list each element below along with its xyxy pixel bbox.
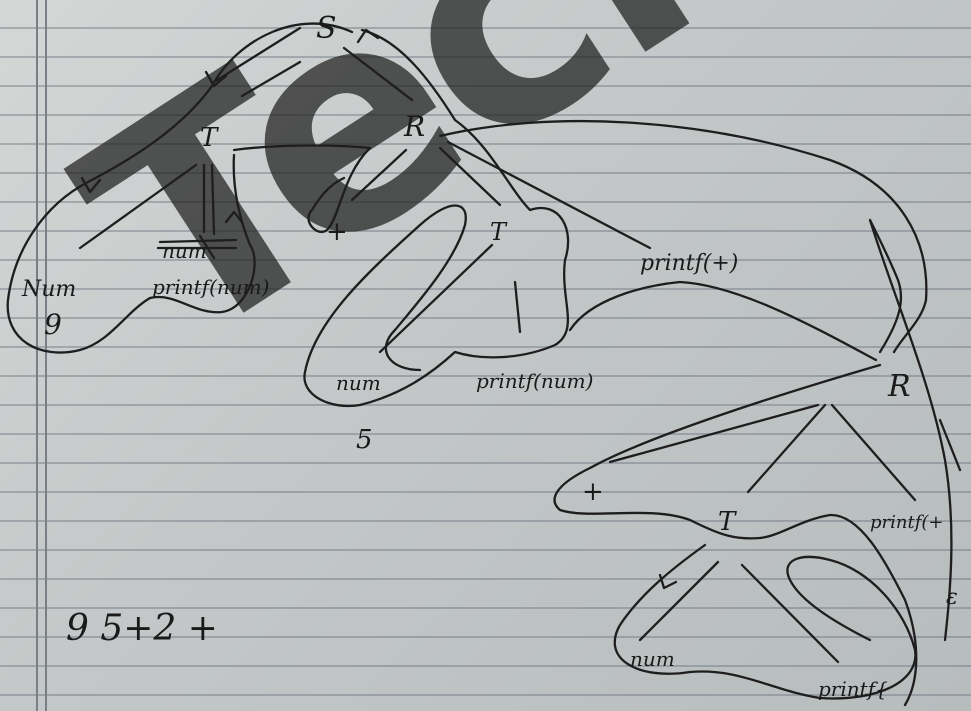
strike-2 (158, 238, 238, 244)
node-num-mid: num (336, 371, 381, 395)
edge-s-t-mark (240, 60, 302, 98)
arrowhead-s (356, 28, 380, 44)
expression-label: 9 5+2 + (66, 608, 218, 649)
edge-t-num-low (638, 560, 720, 642)
edge-t-print-mid (513, 280, 522, 334)
tour-top-left (6, 22, 354, 354)
node-print-plus-low: printf(+ (870, 512, 943, 533)
node-labels: S T R Num 9 num printf(num) + T num 5 pr… (21, 11, 958, 701)
edge-s-t (212, 26, 302, 84)
edge-t-num-mid (378, 243, 494, 354)
tour-right-edge (868, 218, 953, 642)
edge-r-printplus (446, 140, 652, 250)
strikeout (156, 234, 238, 260)
node-t-low: T (718, 507, 737, 537)
arrowhead-num-left (80, 176, 102, 194)
arrowhead-print-left (224, 210, 244, 224)
node-num-left: Num (21, 277, 76, 302)
node-t-top: T (200, 123, 219, 153)
edge-r2-plus (608, 403, 820, 464)
node-print-left: printf(num) (152, 275, 269, 299)
node-plus-mid: + (326, 217, 348, 247)
node-e-right: ε (946, 585, 958, 610)
traversal-path (6, 22, 953, 707)
node-print-left-struck: num (162, 239, 207, 263)
edge-r-t (438, 146, 502, 207)
tour-lower (553, 363, 918, 707)
node-num-left-value: 9 (44, 308, 62, 341)
tour-mid-to-r2 (568, 280, 878, 362)
edge-r2-eps (938, 418, 962, 472)
node-r-right: R (887, 369, 911, 404)
node-num-mid-value: 5 (356, 425, 373, 455)
edge-t-num (78, 163, 198, 250)
edge-t-print-b (210, 163, 216, 236)
tour-lower-loop (613, 543, 917, 700)
arrowhead-low (658, 573, 678, 590)
tour-mid-loop (303, 28, 570, 408)
node-print-mid: printf(num) (476, 369, 593, 393)
edge-r-plus (350, 148, 408, 202)
node-s-root: S (316, 11, 337, 46)
node-plus-low: + (582, 477, 604, 507)
margin-line (36, 0, 38, 711)
node-num-low: num (630, 647, 675, 671)
edge-s-r (342, 46, 414, 102)
edge-r2-printplus (830, 403, 917, 502)
tour-top-mid (232, 144, 372, 233)
arrowhead-t-left (204, 70, 228, 88)
tour-right-big (438, 119, 928, 354)
node-print-plus-mid: printf(+) (640, 251, 738, 276)
tree-edges (78, 26, 962, 664)
edge-t-print-low (740, 563, 840, 664)
strike-3 (198, 234, 216, 260)
edge-r2-t (746, 403, 827, 494)
arrowheads (80, 28, 678, 590)
node-print-low: printf{ (818, 677, 888, 701)
node-r-top: R (403, 110, 425, 143)
node-t-mid: T (490, 218, 508, 246)
margin-line (45, 0, 47, 711)
